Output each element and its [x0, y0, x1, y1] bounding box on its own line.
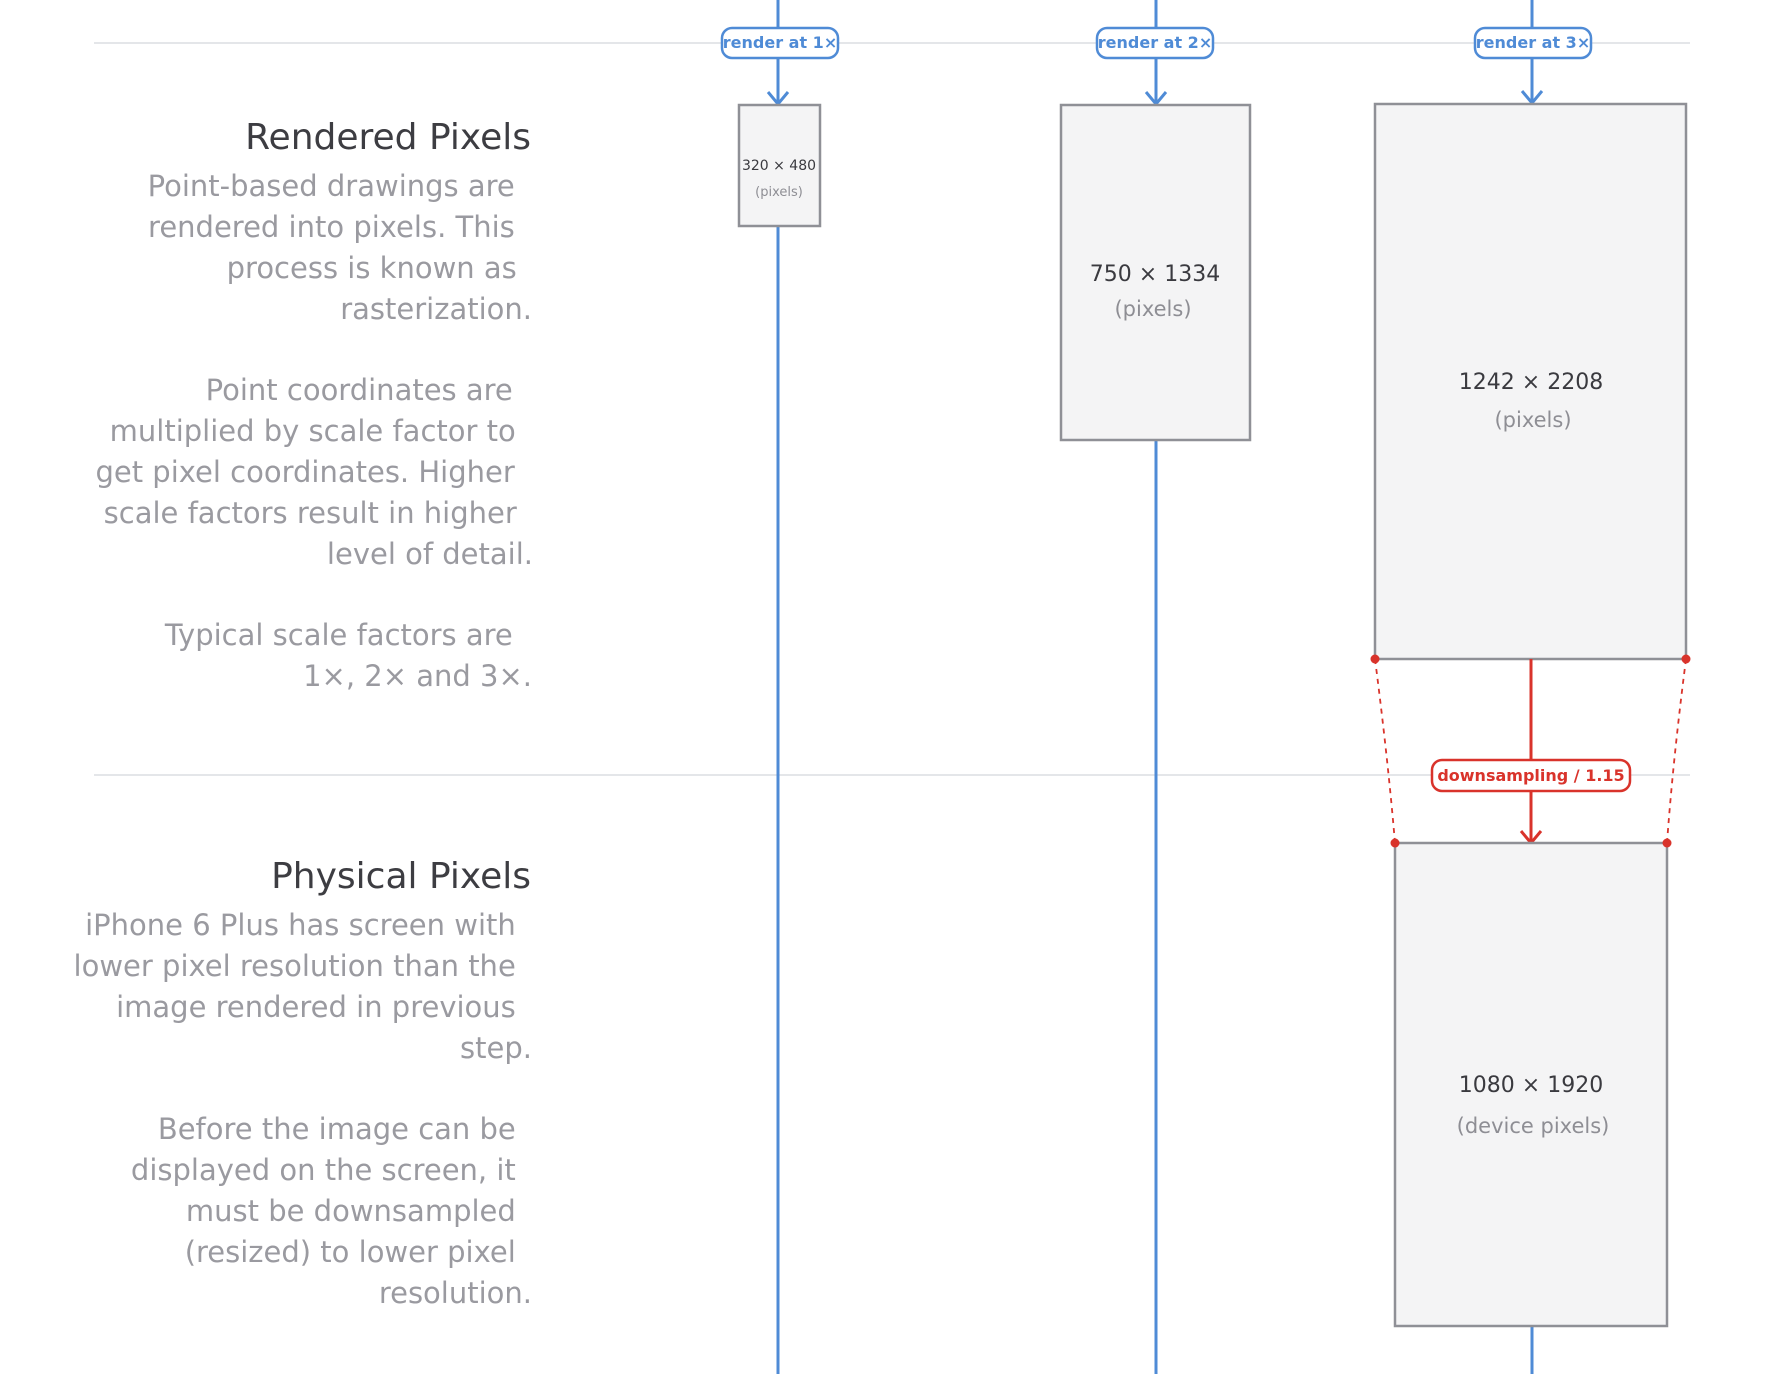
downsample-dashed-left — [1374, 658, 1396, 844]
render-label-1x: render at 1× — [720, 26, 840, 60]
section-physical-pixels: Physical Pixels iPhone 6 Plus has screen… — [74, 856, 532, 1310]
rendered-paragraph-2: Point coordinates are multiplied by scal… — [95, 373, 533, 571]
section-rendered-pixels: Rendered Pixels Point-based drawings are… — [95, 117, 533, 693]
physical-paragraph-2: Before the image can be displayed on the… — [131, 1112, 532, 1310]
box-rendered-1x-unit: (pixels) — [755, 185, 803, 200]
box-rendered-1x: 320 × 480 (pixels) — [737, 103, 822, 228]
box-device-pixels-unit: (device pixels) — [1457, 1114, 1610, 1138]
box-rendered-3x: 1242 × 2208 (pixels) — [1373, 102, 1688, 661]
corner-dot-top-right — [1681, 654, 1691, 664]
box-rendered-3x-dims: 1242 × 2208 — [1459, 370, 1603, 395]
box-rendered-1x-dims: 320 × 480 — [742, 158, 816, 174]
box-rendered-2x-unit: (pixels) — [1114, 297, 1191, 321]
box-device-pixels-dims: 1080 × 1920 — [1459, 1073, 1603, 1098]
box-rendered-2x: 750 × 1334 (pixels) — [1059, 103, 1252, 442]
corner-dot-bottom-left — [1390, 838, 1400, 848]
render-label-3x-text: render at 3× — [1476, 33, 1590, 52]
section-title-physical: Physical Pixels — [271, 856, 531, 897]
rendered-paragraph-1: Point-based drawings are rendered into p… — [148, 169, 532, 326]
downsample-label: downsampling / 1.15 — [1430, 758, 1632, 793]
render-label-1x-text: render at 1× — [723, 33, 837, 52]
downsample-label-text: downsampling / 1.15 — [1437, 766, 1624, 785]
box-rendered-3x-unit: (pixels) — [1494, 408, 1571, 432]
box-device-pixels: 1080 × 1920 (device pixels) — [1393, 841, 1669, 1328]
render-label-3x: render at 3× — [1473, 26, 1593, 60]
corner-dot-bottom-right — [1662, 838, 1672, 848]
box-rendered-2x-dims: 750 × 1334 — [1090, 262, 1220, 287]
section-title-rendered: Rendered Pixels — [245, 117, 531, 158]
physical-paragraph-1: iPhone 6 Plus has screen with lower pixe… — [74, 908, 532, 1065]
rendered-paragraph-3: Typical scale factors are 1×, 2× and 3×. — [164, 618, 532, 693]
render-label-2x-text: render at 2× — [1098, 33, 1212, 52]
render-label-2x: render at 2× — [1095, 26, 1215, 60]
corner-dot-top-left — [1370, 654, 1380, 664]
downsample-dashed-right — [1666, 658, 1687, 844]
